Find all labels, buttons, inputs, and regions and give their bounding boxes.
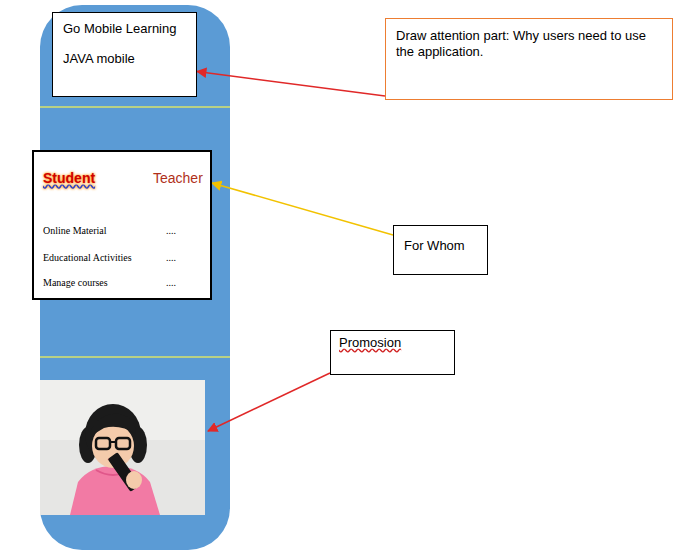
title-box: Go Mobile LearningJAVA mobile [52,12,197,97]
feature-item: Educational Activities [43,252,132,265]
feature-item: Online Material [43,225,107,238]
role-label: Teacher [153,170,203,188]
note-box: For Whom [393,225,488,275]
role-label: Student [43,170,95,188]
feature-item: Manage courses [43,277,108,290]
feature-item: .... [166,277,176,290]
box-text: For Whom [404,238,465,254]
note-box: Draw attention part: Why users need to u… [385,18,673,100]
box-text: JAVA mobile [63,51,135,67]
separator-line [40,356,230,358]
separator-line [40,106,230,108]
callout-arrow [212,183,393,235]
child-photo [40,380,205,515]
box-text: Promosion [339,335,401,351]
note-box: Promosion [330,330,455,375]
leader-arrow [208,373,330,431]
box-text: Draw attention part: Why users need to u… [396,28,662,61]
feature-item: .... [166,252,176,265]
callout-arrow [197,72,385,96]
role-box: Student TeacherOnline Material.... Educati… [32,150,212,300]
feature-item: .... [166,225,176,238]
box-text: Go Mobile Learning [63,21,176,37]
